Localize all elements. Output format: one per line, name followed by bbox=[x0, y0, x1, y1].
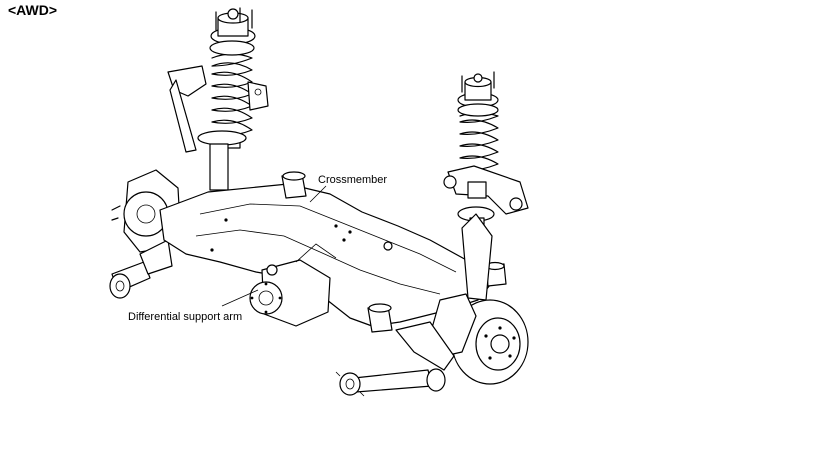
crossmember bbox=[159, 171, 507, 333]
differential-callout: Differential support arm bbox=[128, 289, 259, 323]
crossmember-callout: Crossmember bbox=[309, 174, 387, 203]
differential-support-arm-label: Differential support arm bbox=[128, 311, 242, 323]
crossmember-leader-line bbox=[309, 185, 327, 203]
differential-leader-line bbox=[221, 289, 259, 307]
drive-type-label: <AWD> bbox=[8, 2, 58, 18]
crossmember-label: Crossmember bbox=[318, 174, 387, 186]
right-strut-assembly bbox=[443, 71, 529, 301]
right-hub-assembly bbox=[395, 293, 529, 385]
lower-link bbox=[335, 368, 446, 397]
left-strut-assembly bbox=[167, 7, 269, 191]
